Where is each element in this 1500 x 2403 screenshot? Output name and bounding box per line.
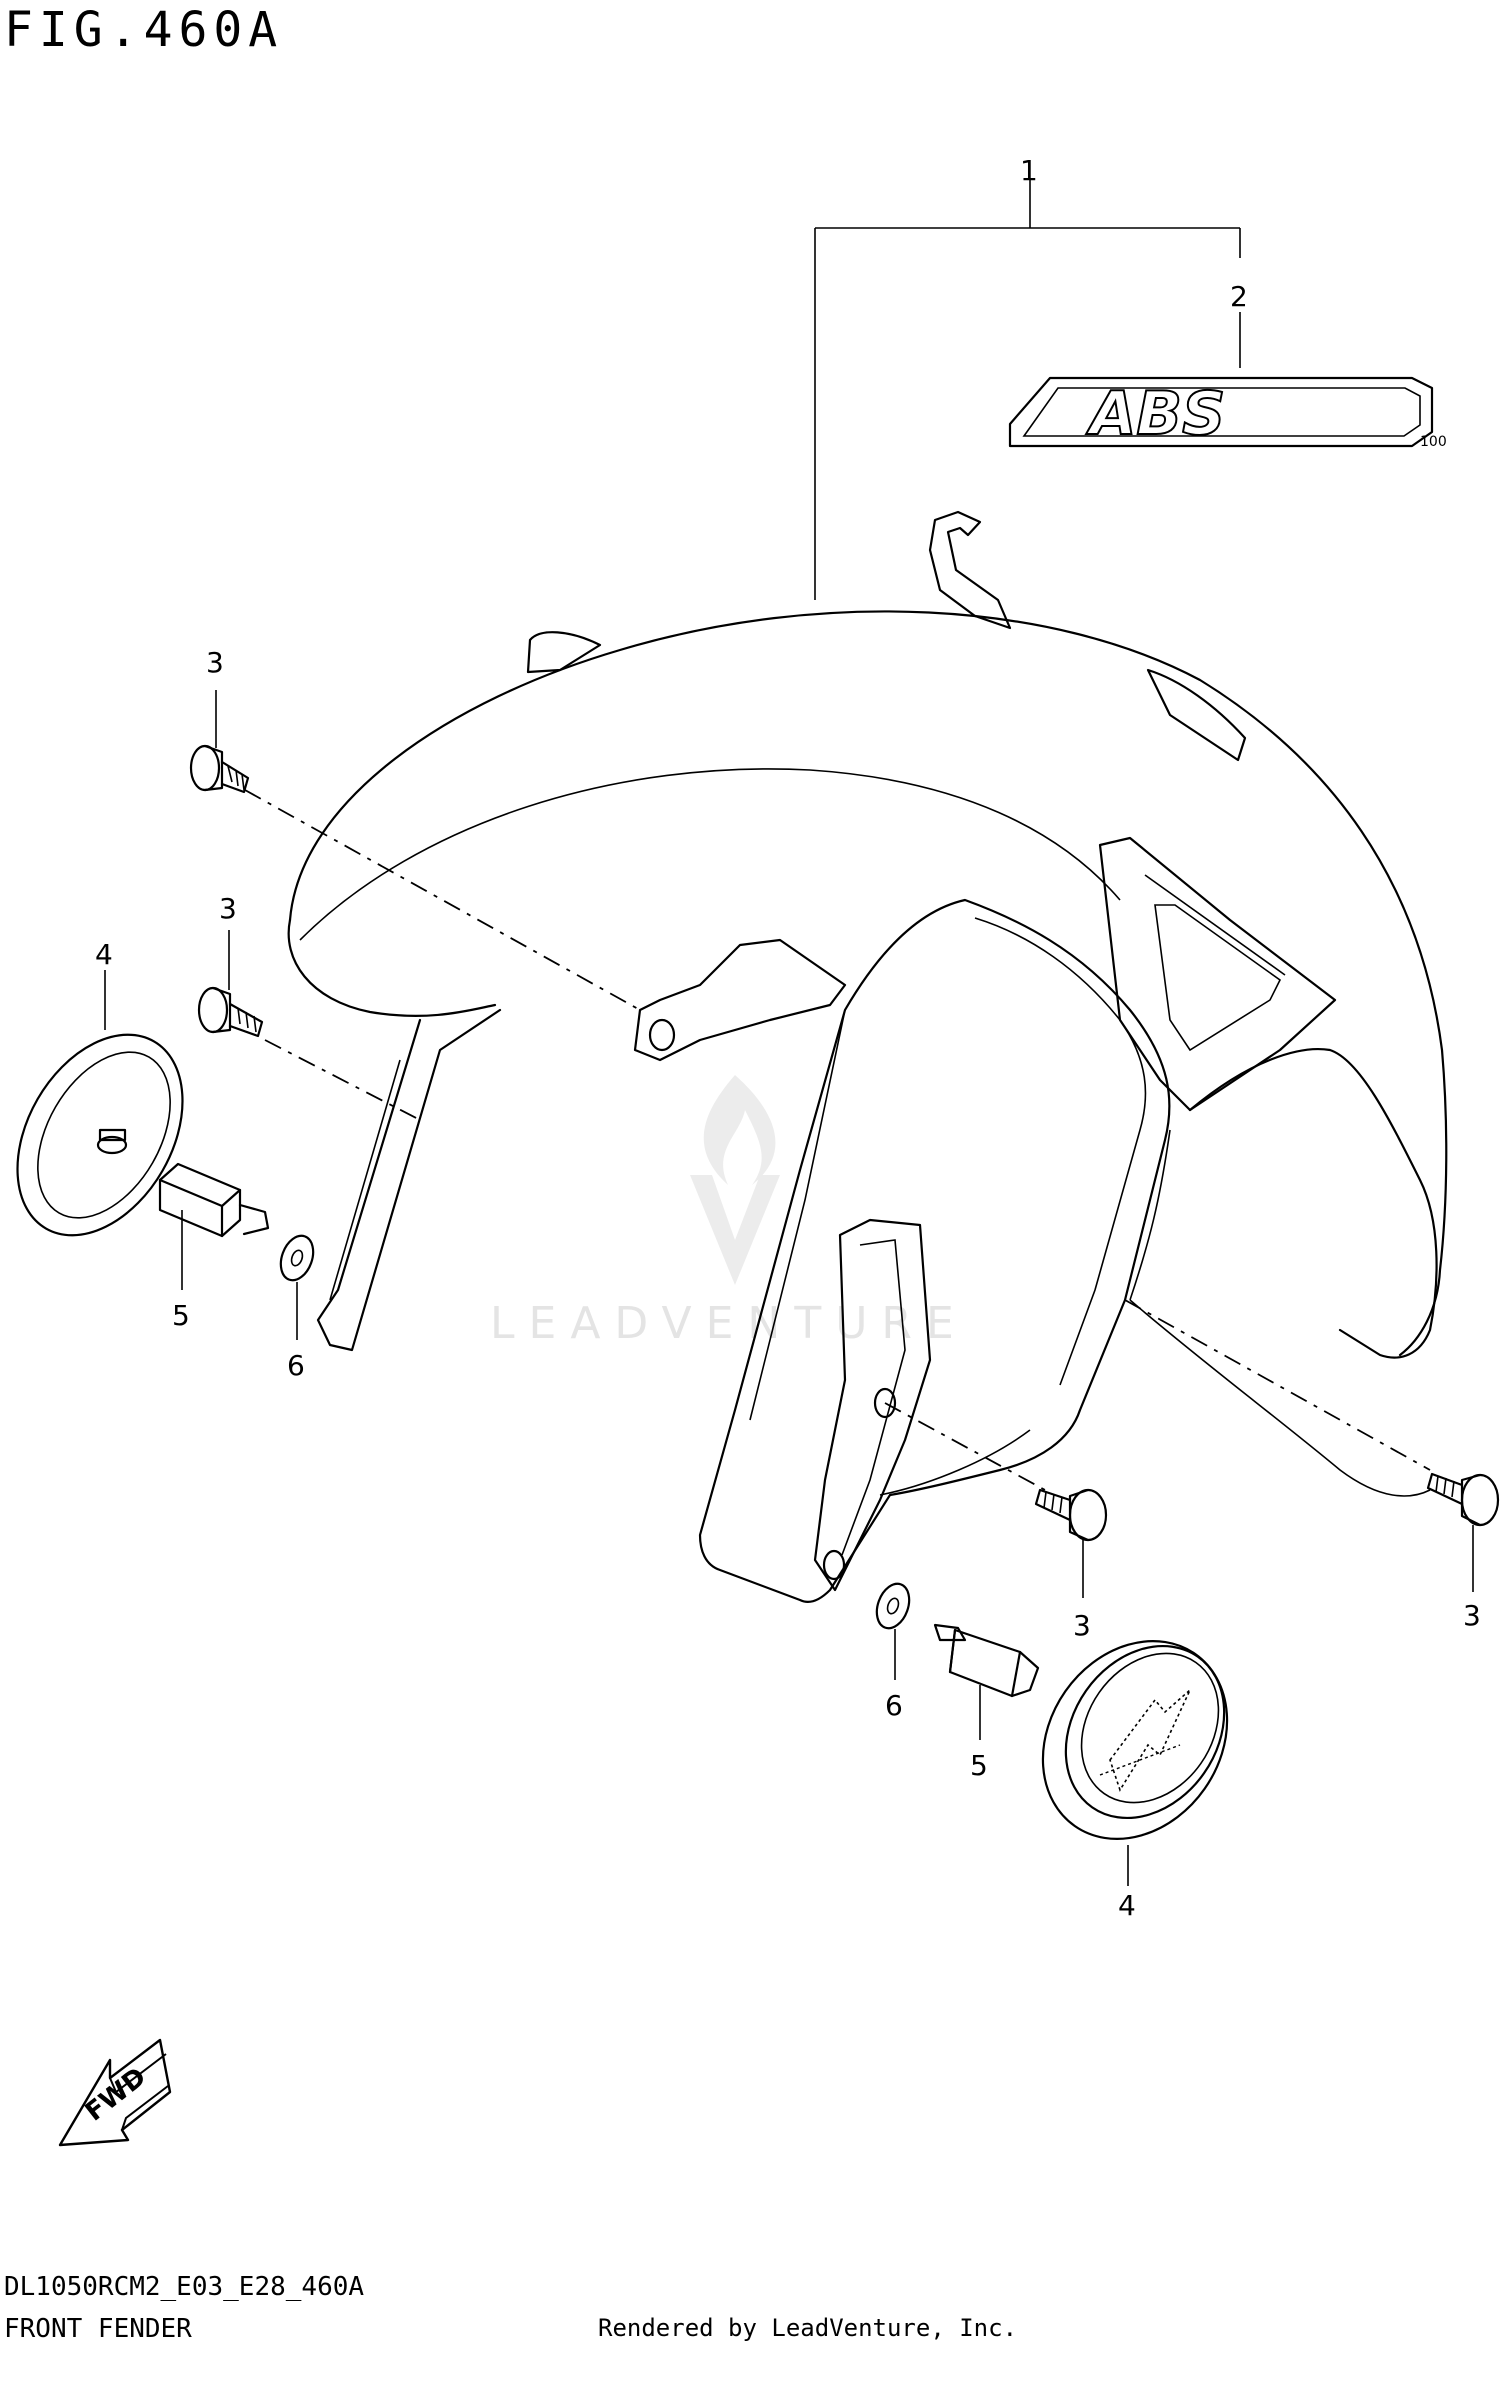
abs-emblem-icon: ABS 100 [1008,376,1447,450]
render-credit: Rendered by LeadVenture, Inc. [598,2314,1018,2342]
model-code: DL1050RCM2_E03_E28_460A [4,2272,365,2302]
callout-6: 6 [885,1689,903,1722]
spacer-icon [933,1623,1040,1698]
reflector-icon [1041,1640,1229,1840]
spacer-icon [158,1162,270,1238]
callout-4: 4 [1118,1889,1136,1922]
fender-icon [287,610,1448,1604]
callout-3: 3 [219,892,237,925]
section-name: FRONT FENDER [4,2314,192,2344]
figure-title: FIG.460A [4,2,284,58]
fwd-arrow-icon: FWD [58,2038,172,2147]
callout-3: 3 [206,646,224,679]
watermark-text: LEADVENTURE [490,1298,968,1349]
emblem-suffix: 100 [1420,434,1447,450]
watermark: LEADVENTURE [490,1075,968,1349]
screw-icon [197,986,264,1038]
screw-icon [1034,1488,1108,1542]
callout-5: 5 [172,1299,190,1332]
assembly-lines [244,789,1431,1491]
callout-3: 3 [1463,1599,1481,1632]
washer-icon [279,1234,315,1282]
callout-3: 3 [1073,1609,1091,1642]
screw-icon [1426,1472,1500,1527]
fender-clip-icon [928,510,1012,630]
leader-lines [104,690,1474,1886]
reflector-icon [16,1033,184,1237]
callout-4: 4 [95,938,113,971]
leader-bracket [814,180,1241,600]
washer-icon [875,1582,911,1630]
screw-icon [189,744,250,794]
callout-1: 1 [1020,154,1038,187]
callout-5: 5 [970,1749,988,1782]
callout-2: 2 [1230,280,1248,313]
callouts: 1 2 3 3 4 5 6 3 3 6 5 4 [95,154,1481,1922]
emblem-text: ABS [1086,379,1225,449]
callout-6: 6 [287,1349,305,1382]
